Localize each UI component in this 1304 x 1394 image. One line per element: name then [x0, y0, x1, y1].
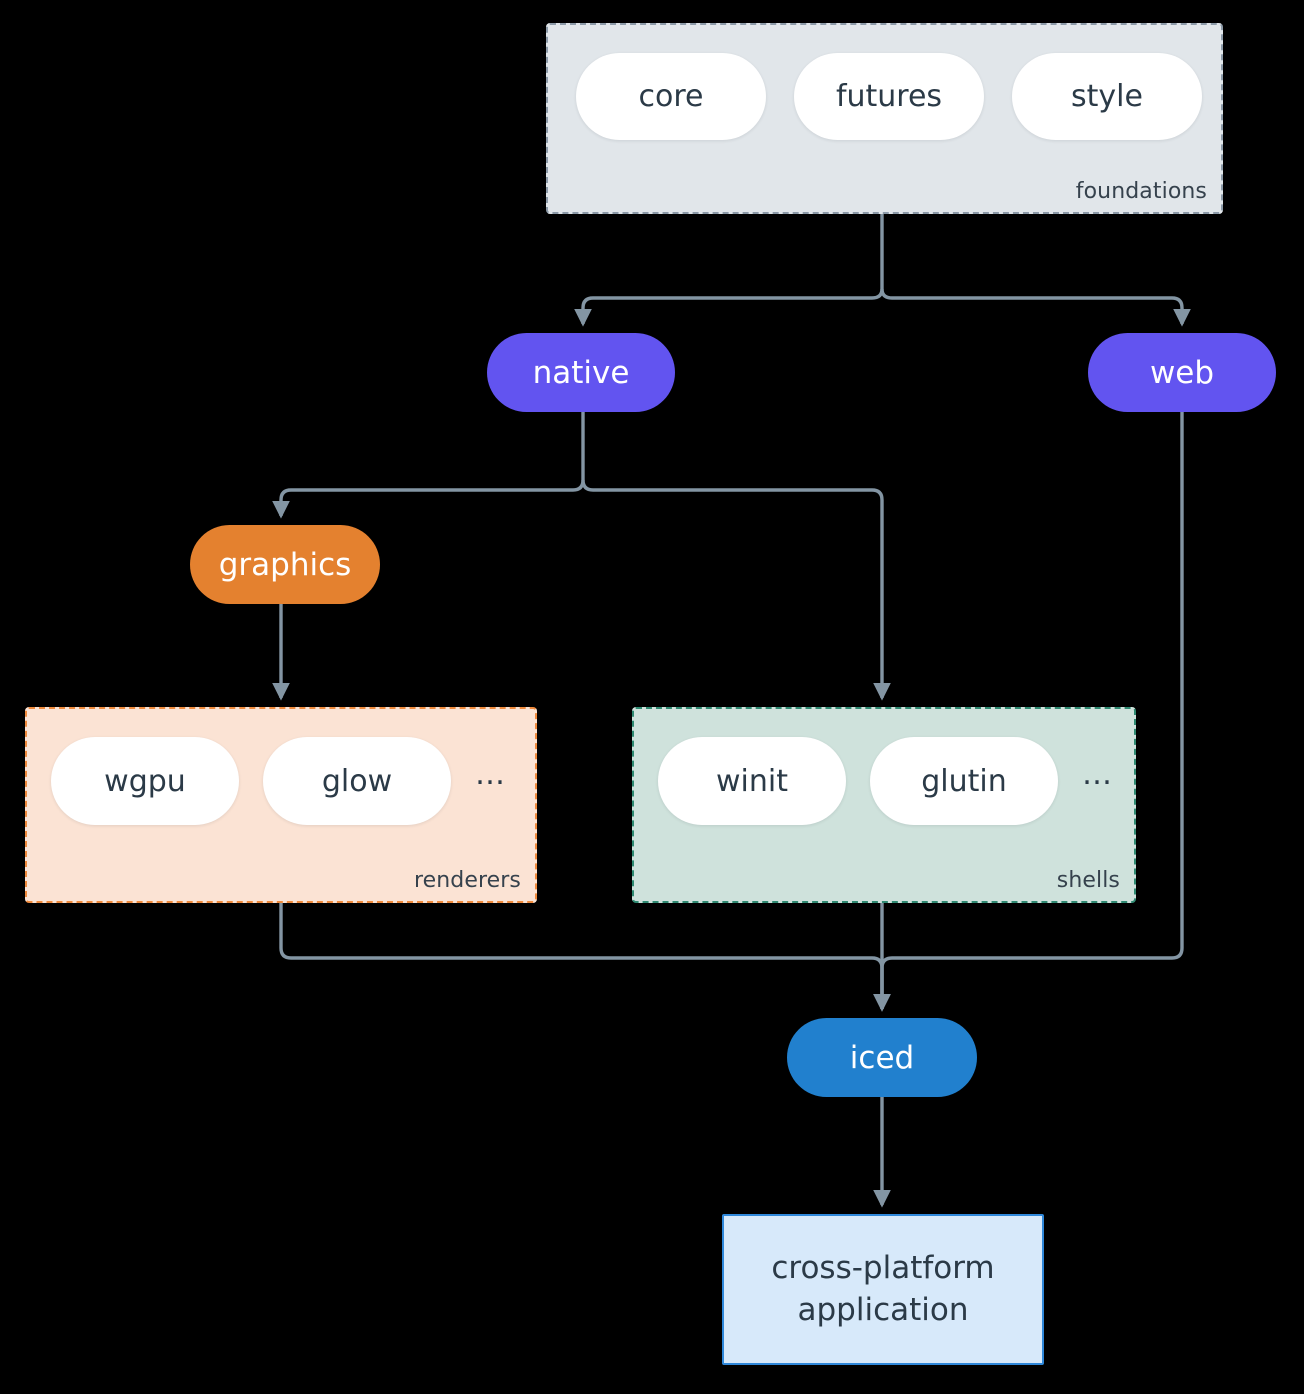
node-web[interactable]: web — [1088, 333, 1276, 412]
shells-members: winit glutin … — [658, 737, 1112, 825]
edge-foundations-web — [880, 288, 1191, 327]
pill-style-label: style — [1071, 79, 1143, 114]
group-foundations-label: foundations — [1075, 179, 1207, 204]
pill-futures-label: futures — [835, 79, 943, 114]
edge-renderers-iced — [279, 903, 891, 1012]
group-shells: winit glutin … shells — [632, 707, 1136, 903]
pill-winit-label: winit — [716, 763, 788, 799]
group-renderers: wgpu glow … renderers — [25, 707, 537, 903]
node-web-label: web — [1149, 354, 1215, 391]
pill-glow[interactable]: glow — [263, 737, 451, 825]
node-native[interactable]: native — [487, 333, 675, 412]
node-iced-label: iced — [849, 1039, 915, 1076]
group-renderers-label: renderers — [413, 868, 521, 893]
pill-futures[interactable]: futures — [794, 53, 984, 140]
pill-core[interactable]: core — [576, 53, 766, 140]
renderers-members: wgpu glow … — [51, 737, 505, 825]
node-cross-platform-application[interactable]: cross-platform application — [722, 1214, 1044, 1365]
application-label-line2: application — [797, 1291, 969, 1328]
application-label-line1: cross-platform — [771, 1249, 995, 1286]
pill-wgpu-label: wgpu — [104, 763, 186, 799]
pill-wgpu[interactable]: wgpu — [51, 737, 239, 825]
pill-winit[interactable]: winit — [658, 737, 846, 825]
node-native-label: native — [532, 354, 630, 391]
pill-glutin[interactable]: glutin — [870, 737, 1058, 825]
foundations-members: core futures style — [576, 53, 1202, 140]
edge-native-graphics — [272, 412, 585, 519]
group-shells-label: shells — [1056, 868, 1120, 893]
node-iced[interactable]: iced — [787, 1018, 977, 1097]
group-foundations: core futures style foundations — [546, 23, 1223, 214]
edge-native-shells — [581, 479, 891, 701]
pill-glutin-label: glutin — [921, 763, 1007, 799]
pill-core-label: core — [638, 79, 704, 114]
node-graphics-label: graphics — [218, 546, 352, 583]
edge-foundations-native — [574, 214, 884, 327]
shells-overflow-ellipsis: … — [1082, 757, 1112, 792]
node-graphics[interactable]: graphics — [190, 525, 380, 604]
renderers-overflow-ellipsis: … — [475, 757, 505, 792]
pill-style[interactable]: style — [1012, 53, 1202, 140]
pill-glow-label: glow — [321, 763, 393, 799]
